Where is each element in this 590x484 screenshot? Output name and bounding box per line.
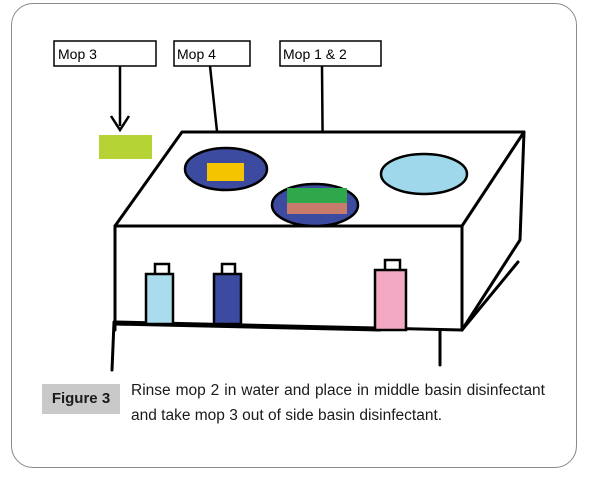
bottle-middle bbox=[212, 262, 243, 326]
label-mop-4: Mop 4 bbox=[173, 40, 251, 67]
arrow-mop-3 bbox=[109, 66, 131, 133]
mop-1-pad bbox=[287, 188, 347, 203]
bottle-right bbox=[373, 258, 408, 332]
label-mop-4-text: Mop 4 bbox=[177, 46, 216, 62]
label-mop-3-text: Mop 3 bbox=[58, 46, 97, 62]
figure-caption-tag: Figure 3 bbox=[42, 384, 120, 414]
bottle-left bbox=[144, 262, 175, 326]
label-mop-1-2-text: Mop 1 & 2 bbox=[283, 46, 347, 62]
figure-caption-text: Rinse mop 2 in water and place in middle… bbox=[131, 382, 545, 424]
basin-right-water bbox=[379, 152, 469, 196]
mop-3-pad bbox=[99, 135, 152, 159]
label-mop-1-2: Mop 1 & 2 bbox=[279, 40, 382, 67]
mop-4-pad bbox=[207, 163, 244, 181]
label-mop-3: Mop 3 bbox=[53, 40, 157, 67]
